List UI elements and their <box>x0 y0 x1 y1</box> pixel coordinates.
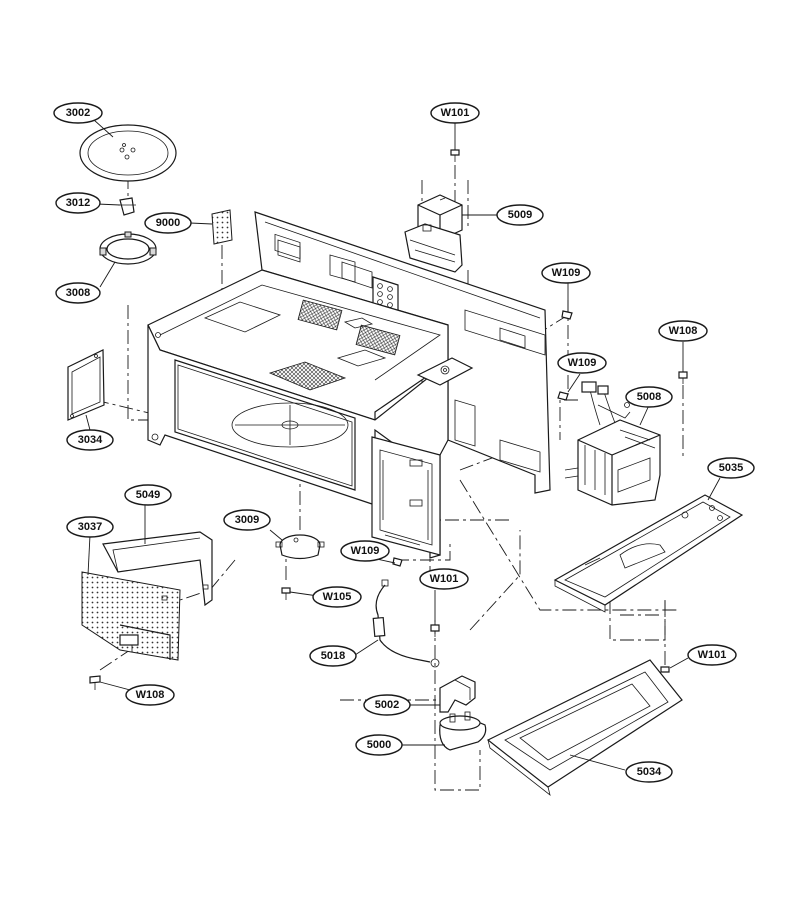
label-W101-right-text: W101 <box>698 649 727 661</box>
label-3002: 3002 <box>53 102 103 124</box>
label-3012: 3012 <box>55 192 101 214</box>
label-3034: 3034 <box>66 429 114 451</box>
screw-W109-middle-right <box>557 391 569 401</box>
label-3009-text: 3009 <box>235 514 259 526</box>
screw-W105 <box>281 587 291 600</box>
plate-5035 <box>553 494 744 613</box>
label-3037-text: 3037 <box>78 521 102 533</box>
capacitor-bracket-5002 <box>439 675 476 713</box>
label-W101-top-text: W101 <box>441 107 470 119</box>
turntable-motor-3009 <box>275 534 325 560</box>
magnetron-5009 <box>404 194 463 273</box>
label-3002-text: 3002 <box>66 107 90 119</box>
label-5018: 5018 <box>309 645 357 667</box>
label-W101-middle-text: W101 <box>430 573 459 585</box>
screw-W101-top <box>450 149 460 162</box>
label-5000: 5000 <box>355 734 403 756</box>
label-W108-right-text: W108 <box>669 325 698 337</box>
label-W101-middle: W101 <box>419 568 469 590</box>
label-W109-upper: W109 <box>541 262 591 284</box>
label-W109-upper-text: W109 <box>552 267 581 279</box>
label-5035: 5035 <box>707 457 755 479</box>
screw-W108-right <box>678 371 688 384</box>
label-3034-text: 3034 <box>78 434 103 446</box>
label-5002: 5002 <box>363 694 411 716</box>
label-3012-text: 3012 <box>66 197 90 209</box>
label-5034-text: 5034 <box>637 766 662 778</box>
label-5009-text: 5009 <box>508 209 532 221</box>
base-plate-5034 <box>486 659 683 797</box>
oven-cavity-assembly <box>147 211 551 559</box>
screw-W108-left <box>89 675 101 690</box>
label-W109-middle-right-text: W109 <box>568 357 597 369</box>
screw-W109-upper <box>561 310 573 320</box>
glass-tray-3002 <box>79 124 177 182</box>
label-5000-text: 5000 <box>367 739 391 751</box>
label-3009: 3009 <box>223 509 271 531</box>
control-plate-3037 <box>81 571 181 661</box>
coupler-3012 <box>118 197 136 216</box>
label-5008-text: 5008 <box>637 391 661 403</box>
label-5002-text: 5002 <box>375 699 399 711</box>
label-5035-text: 5035 <box>719 462 743 474</box>
label-9000-text: 9000 <box>156 217 180 229</box>
label-W108-right: W108 <box>658 320 708 342</box>
label-W109-lower-text: W109 <box>351 545 380 557</box>
roller-ring-3008 <box>99 231 157 265</box>
label-W108-left-text: W108 <box>136 689 165 701</box>
label-5008: 5008 <box>625 386 673 408</box>
leader-lines <box>85 119 721 771</box>
waveguide-plate <box>416 357 474 386</box>
transformer-5008 <box>564 381 661 506</box>
capacitor-5000 <box>439 711 487 751</box>
label-3008: 3008 <box>55 282 101 304</box>
label-3037: 3037 <box>66 516 114 538</box>
label-5034: 5034 <box>625 761 673 783</box>
label-5018-text: 5018 <box>321 650 345 662</box>
label-9000: 9000 <box>144 212 192 234</box>
cover-9000 <box>211 209 233 245</box>
waveguide-cover-3034 <box>67 349 105 421</box>
label-W105-text: W105 <box>323 591 352 603</box>
label-3008-text: 3008 <box>66 287 90 299</box>
label-5009: 5009 <box>496 204 544 226</box>
label-W109-middle-right: W109 <box>557 352 607 374</box>
label-W101-right: W101 <box>687 644 737 666</box>
label-W109-lower: W109 <box>340 540 390 562</box>
bracket-5049 <box>102 531 213 607</box>
screw-W109-lower <box>392 557 403 567</box>
label-W108-left: W108 <box>125 684 175 706</box>
label-W101-top: W101 <box>430 102 480 124</box>
label-5049-text: 5049 <box>136 489 160 501</box>
screw-W101-middle <box>430 624 440 637</box>
label-5049: 5049 <box>124 484 172 506</box>
wire-assembly-5018 <box>372 579 440 668</box>
screw-W101-right <box>660 666 670 673</box>
label-W105: W105 <box>312 586 362 608</box>
